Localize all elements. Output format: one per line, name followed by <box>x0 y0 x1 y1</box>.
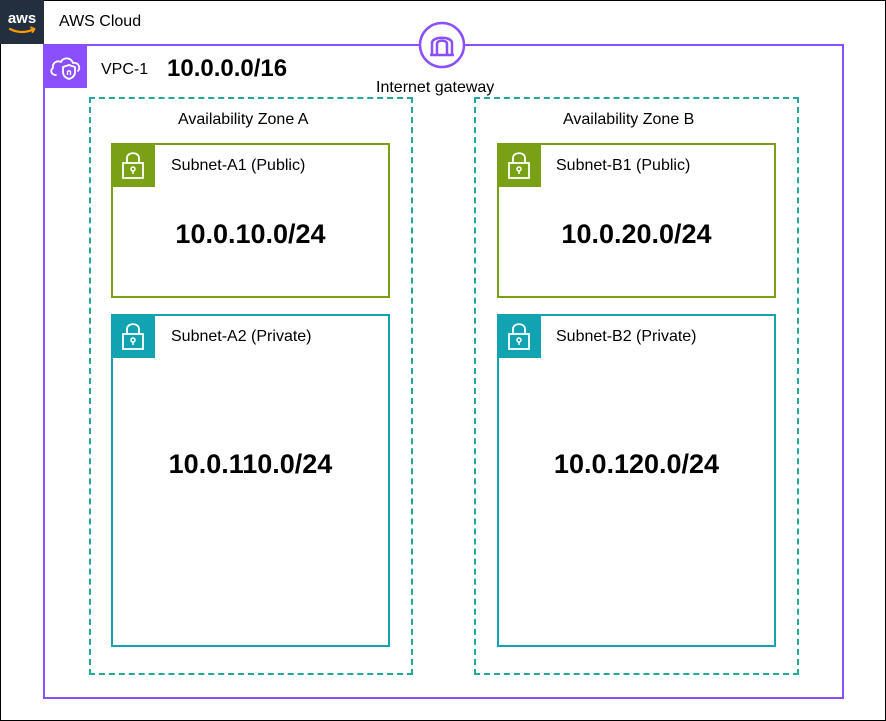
subnet-a2-name: Subnet-A2 (Private) <box>171 328 312 345</box>
subnet-b1-box <box>497 143 776 298</box>
availability-zone-a-label: Availability Zone A <box>178 111 309 128</box>
subnet-a1-cidr: 10.0.10.0/24 <box>175 219 326 249</box>
subnet-b2-cidr: 10.0.120.0/24 <box>553 449 720 479</box>
lock-icon <box>111 314 155 358</box>
cloud-title: AWS Cloud <box>59 13 142 30</box>
subnet-a2-cidr: 10.0.110.0/24 <box>168 449 333 479</box>
availability-zone-b <box>474 97 799 675</box>
vpc-label: VPC-1 <box>101 61 149 78</box>
subnet-b1-name: Subnet-B1 (Public) <box>556 157 691 174</box>
aws-logo-icon: aws <box>0 0 44 44</box>
internet-gateway-icon <box>418 21 466 69</box>
subnet-b2-name: Subnet-B2 (Private) <box>556 328 697 345</box>
subnet-a2-box <box>111 314 390 647</box>
subnet-b1-cidr: 10.0.20.0/24 <box>561 219 712 249</box>
lock-icon <box>497 314 541 358</box>
aws-logo-text: aws <box>8 10 36 27</box>
internet-gateway-label: Internet gateway <box>376 78 495 98</box>
availability-zone-a <box>89 97 413 675</box>
subnet-b2-box <box>497 314 776 647</box>
subnet-a1-box <box>111 143 390 298</box>
lock-icon <box>111 143 155 187</box>
subnet-a1-name: Subnet-A1 (Public) <box>171 157 306 174</box>
availability-zone-b-label: Availability Zone B <box>563 111 695 128</box>
vpc-cidr: 10.0.0.0/16 <box>167 55 288 82</box>
vpc-cloud-shield-icon <box>43 44 87 88</box>
lock-icon <box>497 143 541 187</box>
